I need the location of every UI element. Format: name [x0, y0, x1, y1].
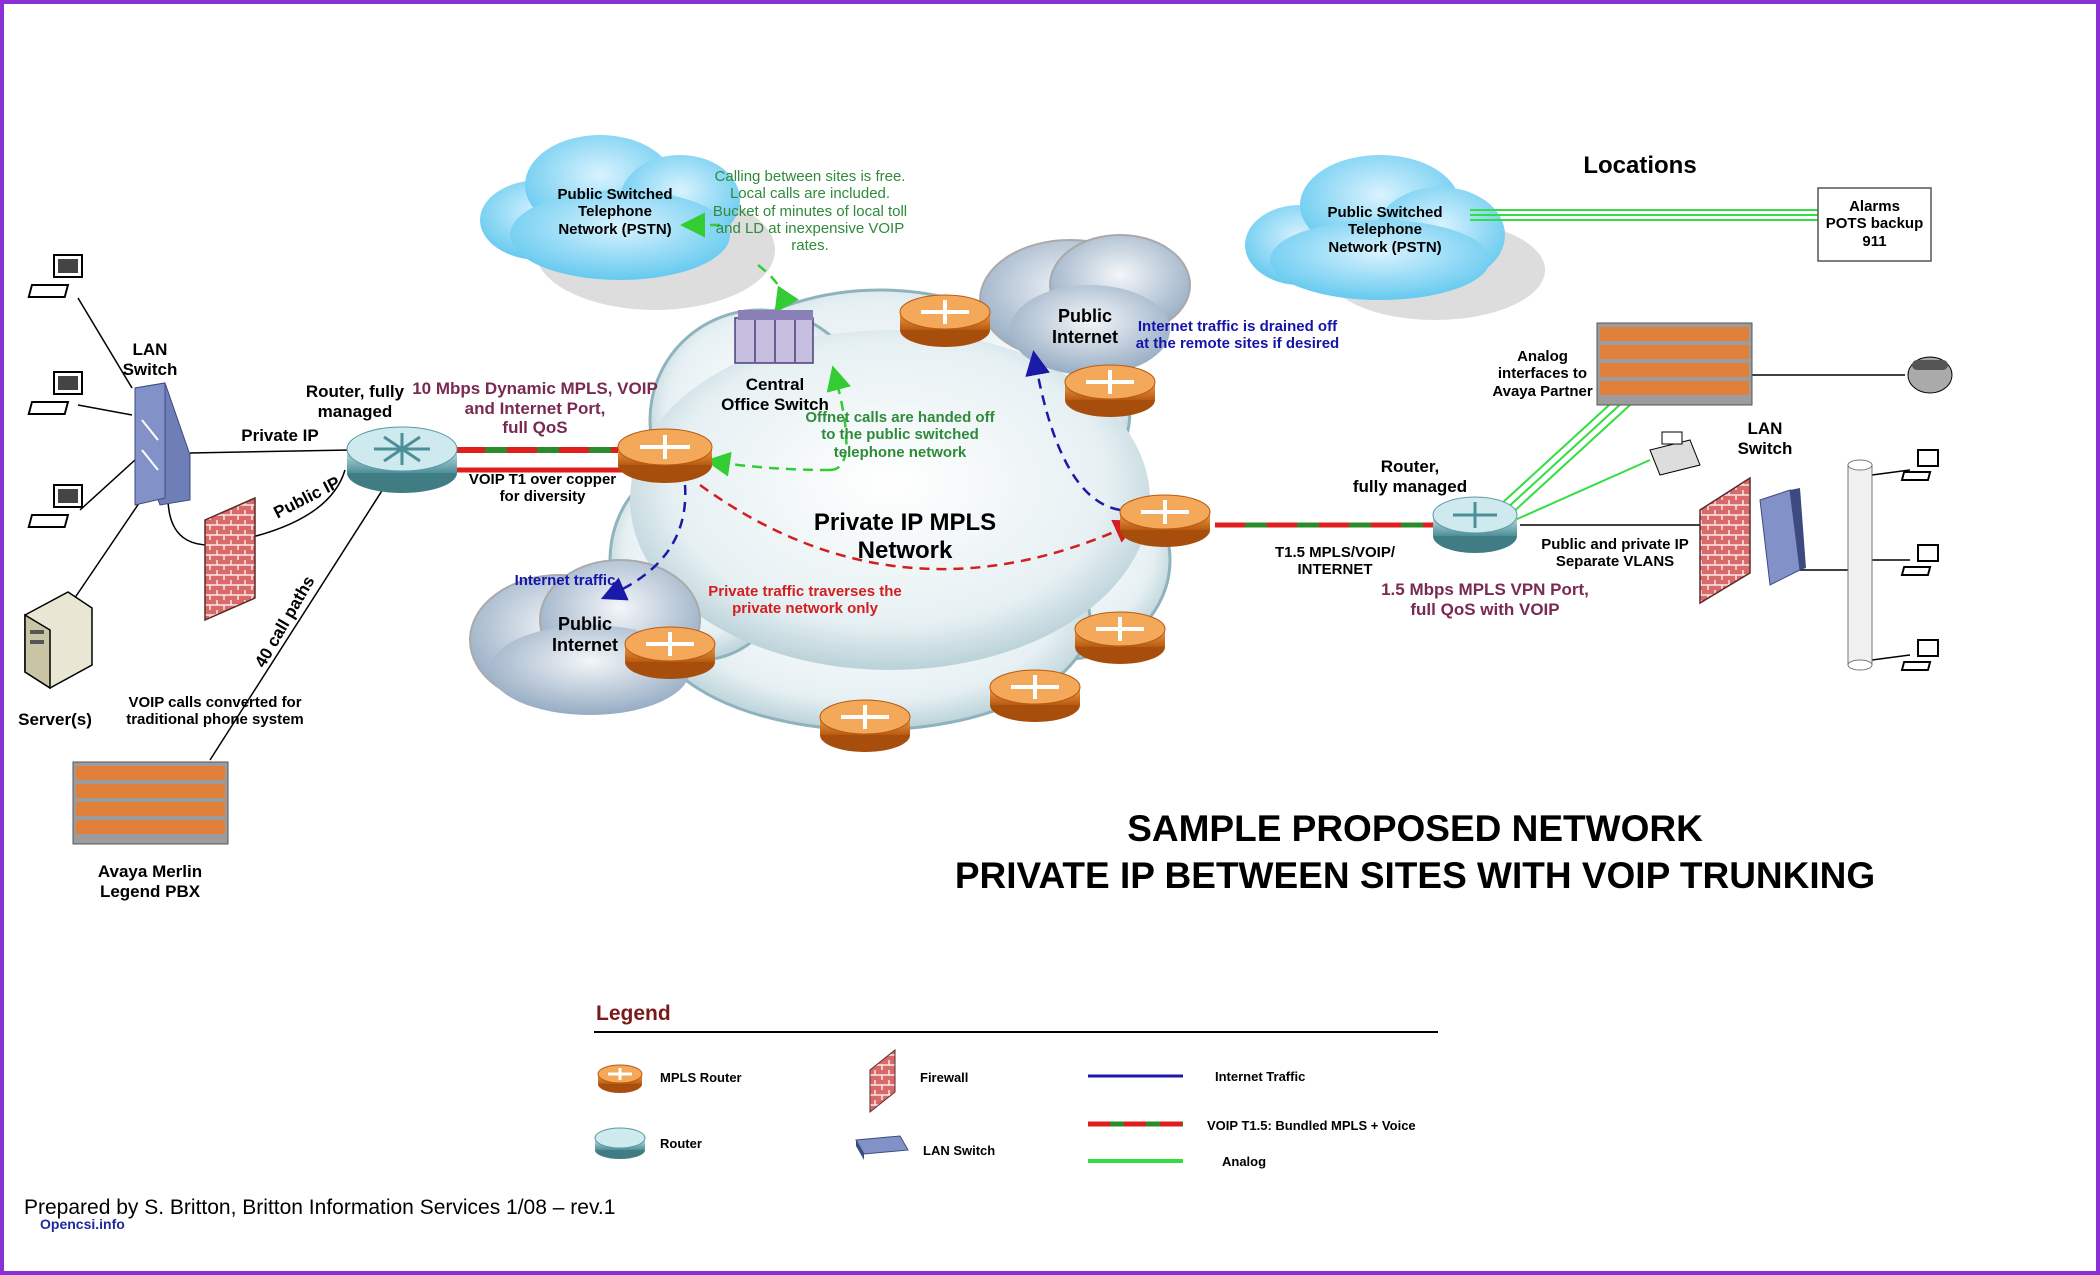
internet-traffic-note: Internet traffic [514, 572, 616, 589]
firewall-right [1699, 476, 1751, 605]
pstn-cloud-left [480, 135, 775, 310]
legend-router-icon [594, 1127, 646, 1159]
legend-mpls-router-label: MPLS Router [660, 1070, 742, 1085]
server-icon [24, 591, 93, 690]
lan-backbone [1847, 459, 1873, 671]
legend-lan-switch-icon [855, 1135, 909, 1160]
router-left [346, 426, 458, 493]
private-mpls-label: Private IP MPLS Network [813, 509, 997, 564]
computer-icon [27, 254, 83, 298]
mpls-router [819, 699, 911, 752]
lan-switch-right-label: LAN Switch [1737, 419, 1793, 458]
computer-icon [1900, 544, 1939, 576]
pbx-rack-right [1596, 322, 1753, 406]
legend-lan-switch-label: LAN Switch [923, 1143, 996, 1158]
lan-switch-left [134, 382, 191, 506]
voip-converted-note: VOIP calls converted for traditional pho… [126, 694, 304, 729]
router-left-label: Router, fully managed [305, 382, 405, 421]
title-line-2: PRIVATE IP BETWEEN SITES WITH VOIP TRUNK… [954, 855, 1876, 896]
calling-note: Calling between sites is free. Local cal… [712, 168, 908, 254]
legend-analog-label: Analog [1222, 1154, 1267, 1169]
right-site-cabling [1470, 209, 1911, 661]
legend-mpls-router-icon [597, 1064, 643, 1093]
public-internet-bottom-label: Public Internet [551, 614, 618, 655]
lan-switch-left-label: LAN Switch [122, 340, 178, 379]
alarms-box [1817, 187, 1932, 262]
locations-title: Locations [1583, 152, 1697, 179]
lan-switch-right [1759, 488, 1806, 586]
private-ip-label: Private IP [241, 426, 319, 445]
mpls-router [617, 428, 713, 483]
mpls-router [899, 294, 991, 347]
legend-firewall-label: Firewall [920, 1070, 969, 1085]
router-right-label: Router, fully managed [1352, 457, 1468, 496]
site-link[interactable]: Opencsi.info [40, 1216, 125, 1232]
public-private-vlans-note: Public and private IP Separate VLANS [1541, 536, 1689, 571]
central-office-switch [734, 310, 814, 364]
legend-heading: Legend [596, 1002, 671, 1025]
prepared-by: Prepared by S. Britton, Britton Informat… [24, 1196, 616, 1219]
mpls-router [1064, 364, 1156, 417]
legend-voip-label: VOIP T1.5: Bundled MPLS + Voice [1207, 1118, 1416, 1133]
t15-note: T1.5 MPLS/VOIP/ INTERNET [1274, 544, 1396, 579]
mpls-router [1119, 494, 1211, 547]
public-internet-cloud-top [979, 234, 1191, 375]
router-right [1432, 496, 1518, 553]
pbx-rack-left [72, 761, 229, 845]
mpls-router [624, 626, 716, 679]
computer-icon [27, 371, 83, 415]
analog-interfaces-label: Analog interfaces to Avaya Partner [1492, 348, 1593, 400]
legend-internet-traffic-label: Internet Traffic [1215, 1069, 1306, 1084]
dynamic-mpls-note: 10 Mbps Dynamic MPLS, VOIP and Internet … [412, 379, 658, 438]
offnet-note: Offnet calls are handed off to the publi… [805, 409, 995, 461]
firewall-left [204, 496, 256, 622]
computer-icon [27, 484, 83, 528]
voip-link-left [455, 447, 625, 473]
mpls-router [989, 669, 1081, 722]
public-internet-top-label: Public Internet [1051, 306, 1118, 347]
legend-router-label: Router [660, 1136, 702, 1151]
private-traffic-note: Private traffic traverses the private ne… [708, 583, 902, 618]
mpls-cloud [608, 288, 1172, 732]
telephone-icon [1907, 356, 1953, 394]
title-line-1: SAMPLE PROPOSED NETWORK [1127, 808, 1703, 849]
legend-firewall-icon [869, 1048, 896, 1114]
computer-icon [1900, 449, 1939, 481]
alarms-label: Alarms POTS backup 911 [1825, 198, 1924, 250]
fax-icon [1649, 431, 1701, 476]
left-site-cabling [69, 297, 386, 761]
computer-icon [1900, 639, 1939, 671]
pstn-cloud-right [1245, 155, 1545, 320]
mpls-router [1074, 611, 1166, 664]
pstn-left-label: Public Switched Telephone Network (PSTN) [557, 186, 673, 238]
avaya-merlin-label: Avaya Merlin Legend PBX [97, 862, 203, 901]
traffic-arrows [600, 212, 1140, 601]
mbps15-note: 1.5 Mbps MPLS VPN Port, full QoS with VO… [1381, 580, 1589, 619]
servers-label: Server(s) [18, 710, 92, 729]
central-office-label: Central Office Switch [721, 375, 829, 414]
internet-drained-note: Internet traffic is drained off at the r… [1135, 318, 1340, 353]
pstn-right-label: Public Switched Telephone Network (PSTN) [1327, 204, 1443, 256]
voip-t1-note: VOIP T1 over copper for diversity [468, 471, 617, 506]
